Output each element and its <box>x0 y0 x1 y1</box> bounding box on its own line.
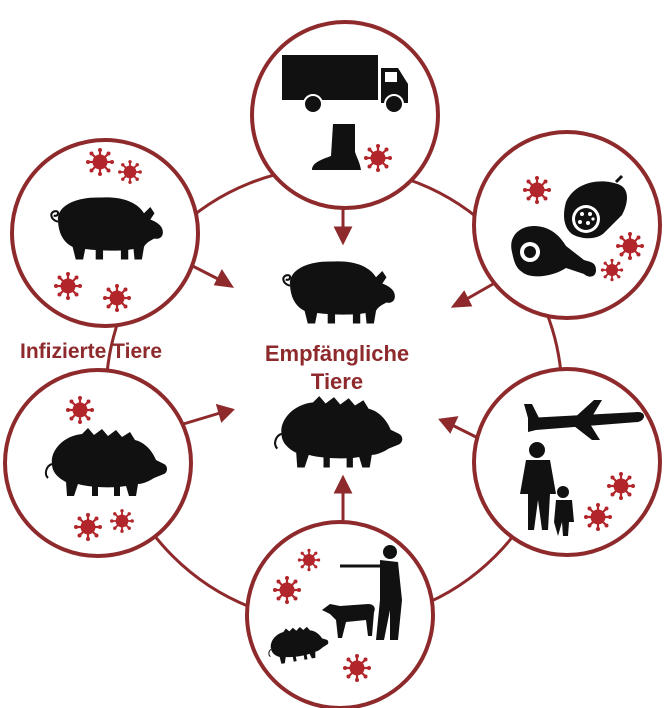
virus-icon <box>103 284 131 312</box>
virus-icon <box>86 148 114 176</box>
virus-icon <box>364 144 392 172</box>
virus-icon <box>74 513 102 541</box>
susceptible-animals-label: Empfängliche Tiere <box>237 340 437 396</box>
node-food <box>474 132 660 318</box>
susceptible-label-line2: Tiere <box>237 368 437 396</box>
virus-icon <box>584 503 612 531</box>
virus-icon <box>54 272 82 300</box>
virus-icon <box>66 396 94 424</box>
susceptible-label-line1: Empfängliche <box>237 340 437 368</box>
node-travel <box>474 369 660 555</box>
pig-icon <box>283 261 395 323</box>
virus-icon <box>616 232 644 260</box>
virus-icon <box>110 509 134 533</box>
virus-icon <box>343 654 371 682</box>
virus-icon <box>273 576 301 604</box>
node-infected-wild-boar <box>5 370 191 556</box>
virus-icon <box>601 259 623 281</box>
node-infected-domestic-pig <box>12 140 198 326</box>
virus-icon <box>118 160 142 184</box>
virus-icon <box>523 176 551 204</box>
boar-icon <box>275 396 402 467</box>
node-hunting <box>247 522 433 708</box>
node-transport <box>252 22 438 208</box>
virus-icon <box>607 472 635 500</box>
infected-animals-label: Infizierte Tiere <box>20 340 198 364</box>
virus-icon <box>298 549 320 571</box>
